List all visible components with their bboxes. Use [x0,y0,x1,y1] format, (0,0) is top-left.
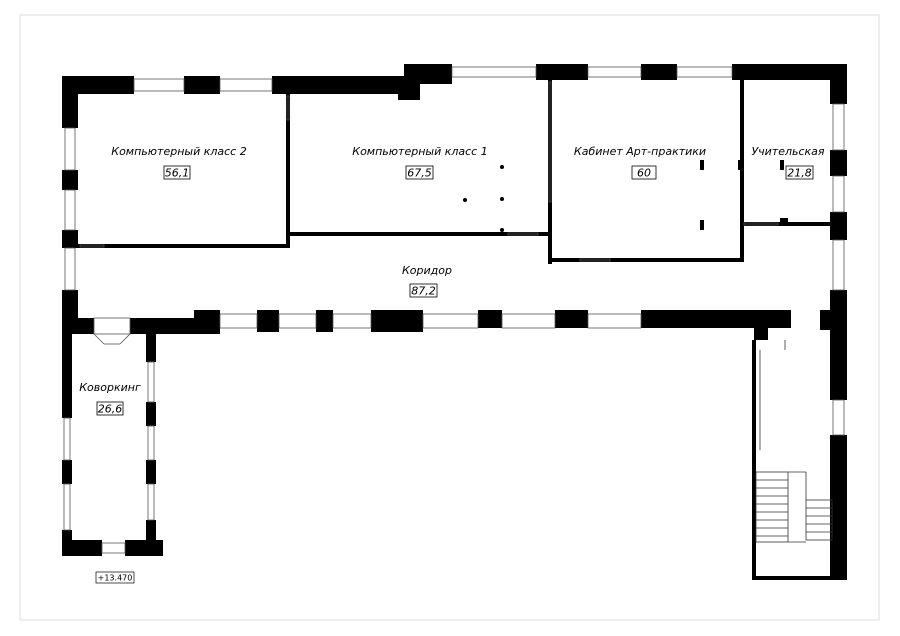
room-area: 26,6 [98,403,123,416]
room-label-art-practice: Кабинет Арт-практики 60 [574,145,706,180]
room-name: Кабинет Арт-практики [574,145,706,158]
windows [63,66,845,554]
room-area: 87,2 [411,285,436,298]
area-box [163,165,191,180]
elevation-mark: +13.470 [95,571,135,584]
staircase [755,340,833,543]
room-name: Коворкинг [79,381,141,394]
room-name: Компьютерный класс 2 [111,145,246,158]
area-box [96,401,124,416]
room-area: 60 [637,167,651,180]
room-label-corridor: Коридор 87,2 [402,264,452,298]
area-box [785,165,814,180]
room-label-computer-class-1: Компьютерный класс 1 67,5 [352,145,487,180]
room-name: Учительская [751,145,824,158]
elevation-box [95,571,135,584]
coworking-entry [93,333,131,345]
walls [62,64,847,580]
column-dots [463,165,504,232]
room-label-teachers-room: Учительская 21,8 [751,145,824,180]
area-box [631,165,657,180]
room-area: 67,5 [407,167,432,180]
room-label-computer-class-2: Компьютерный класс 2 56,1 [111,145,246,180]
area-box [405,165,434,180]
elevation-text: +13.470 [98,574,133,583]
room-label-coworking: Коворкинг 26,6 [79,381,141,416]
area-box [409,283,438,298]
sheet-frame [19,14,880,621]
room-area: 56,1 [165,167,190,180]
room-name: Коридор [402,264,452,277]
room-area: 21,8 [787,167,812,180]
room-name: Компьютерный класс 1 [352,145,487,158]
